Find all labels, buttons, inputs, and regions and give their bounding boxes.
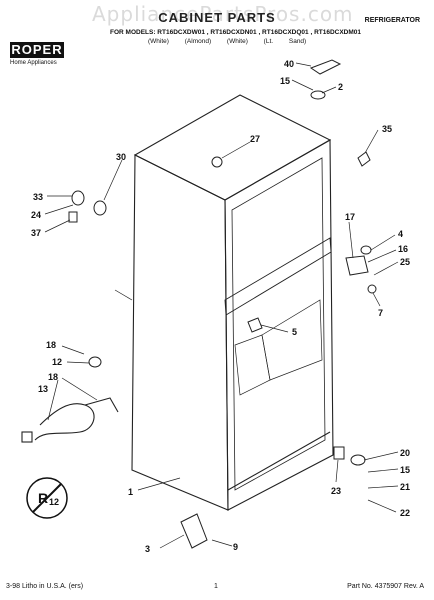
cabinet-left-side [131, 154, 229, 511]
washer-part-7 [367, 284, 377, 294]
callout-25: 25 [400, 257, 410, 267]
svg-text:12: 12 [49, 497, 59, 507]
inner-shelf-support [234, 334, 271, 396]
callout-20: 20 [400, 448, 410, 458]
hinge-top-part-2 [310, 90, 326, 100]
cover-part-23 [333, 446, 345, 460]
callout-30: 30 [116, 152, 126, 162]
callout-18-upper: 18 [46, 340, 56, 350]
bottom-hinge-part-20 [350, 454, 366, 466]
callout-24: 24 [31, 210, 41, 220]
page-title: CABINET PARTS [158, 10, 276, 25]
cabinet-front-opening [224, 139, 334, 511]
cabinet-liner [231, 157, 326, 491]
brand-subtitle: Home Appliances [10, 60, 57, 66]
model-list: FOR MODELS: RT16DCXDW01 , RT16DCXDN01 , … [110, 29, 362, 36]
callout-12: 12 [52, 357, 62, 367]
callout-1: 1 [128, 487, 133, 497]
roller-part-3 [180, 513, 208, 549]
callout-13: 13 [38, 384, 48, 394]
svg-text:R: R [38, 490, 48, 506]
screw-part-35 [357, 151, 371, 167]
r12-symbol: R 12 [26, 477, 68, 519]
callout-2: 2 [338, 82, 343, 92]
stopper-part-5 [247, 317, 263, 333]
washer-part-37 [68, 211, 78, 223]
brand-logo: ROPER [10, 42, 64, 58]
callout-9: 9 [233, 542, 238, 552]
relay-part-12 [88, 356, 102, 368]
callout-18-lower: 18 [48, 372, 58, 382]
callout-22: 22 [400, 508, 410, 518]
washer-part-4 [360, 245, 372, 255]
callout-35: 35 [382, 124, 392, 134]
footer-part-number: Part No. 4375907 Rev. A [347, 583, 424, 590]
footer-litho: 3-98 Litho in U.S.A. (ers) [6, 583, 84, 590]
callout-37: 37 [31, 228, 41, 238]
callout-23: 23 [331, 486, 341, 496]
callout-21: 21 [400, 482, 410, 492]
model-colors: (White) (Almond) (White) (Lt. Sand) [148, 38, 307, 45]
hinge-cover-part-40 [309, 59, 342, 75]
footer-page-number: 1 [214, 583, 218, 590]
callout-3: 3 [145, 544, 150, 554]
callout-5: 5 [292, 327, 297, 337]
power-cord-part-13 [21, 397, 119, 443]
callout-15: 15 [280, 76, 290, 86]
appliance-type-label: REFRIGERATOR [364, 17, 420, 24]
callout-27: 27 [250, 134, 260, 144]
callout-33: 33 [33, 192, 43, 202]
divider-rail [224, 237, 332, 316]
watermark: AppliancePartsPros.com [92, 2, 354, 26]
callout-15-lower: 15 [400, 465, 410, 475]
plug-button-part-27 [211, 156, 223, 168]
hinge-part-24 [71, 190, 85, 206]
leveling-leg-part-30 [93, 200, 107, 216]
callout-16: 16 [398, 244, 408, 254]
callout-40: 40 [284, 59, 294, 69]
callout-4: 4 [398, 229, 403, 239]
center-hinge-part-16 [345, 255, 369, 276]
callout-7: 7 [378, 308, 383, 318]
callout-17: 17 [345, 212, 355, 222]
cabinet-top-face [133, 94, 332, 201]
